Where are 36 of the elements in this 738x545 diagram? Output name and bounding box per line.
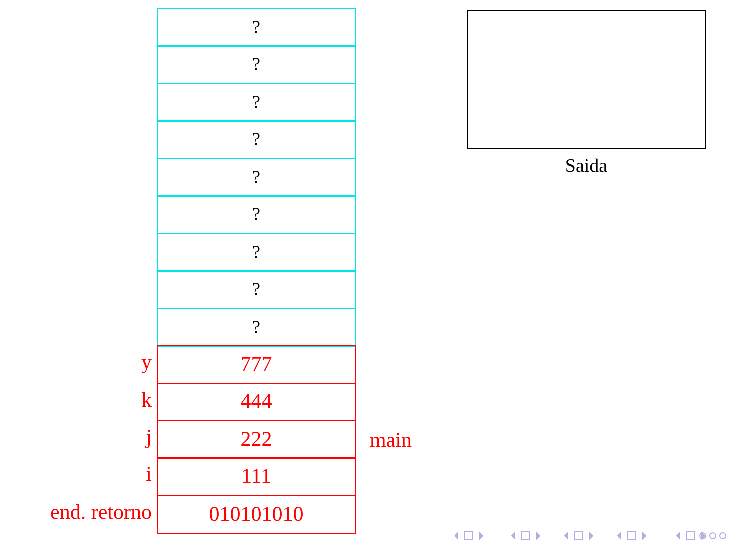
cell-value: 010101010 bbox=[209, 502, 304, 527]
unknown-value: ? bbox=[252, 316, 260, 338]
unknown-value: ? bbox=[252, 242, 260, 263]
output-box bbox=[467, 10, 706, 148]
unknown-value: ? bbox=[252, 166, 260, 188]
memory-cell bbox=[157, 345, 356, 384]
unknown-value: ? bbox=[252, 92, 260, 113]
frame-label: main bbox=[370, 428, 412, 453]
memory-cell bbox=[157, 308, 356, 347]
cell-value: 222 bbox=[240, 426, 272, 452]
memory-cell bbox=[157, 82, 356, 122]
cell-value: 111 bbox=[242, 464, 272, 490]
variable-name: k bbox=[142, 388, 152, 412]
unknown-value: ? bbox=[252, 54, 260, 76]
unknown-value: ? bbox=[252, 129, 260, 150]
cell-value: 777 bbox=[240, 352, 272, 378]
unknown-value: ? bbox=[252, 279, 260, 300]
unknown-value: ? bbox=[252, 16, 260, 38]
memory-cell bbox=[157, 494, 356, 534]
memory-cell bbox=[157, 232, 356, 272]
cell-value: 444 bbox=[240, 389, 272, 414]
memory-cell bbox=[157, 120, 356, 160]
variable-name: end. retorno bbox=[50, 500, 152, 525]
memory-cell bbox=[157, 195, 356, 234]
memory-cell bbox=[157, 158, 356, 197]
variable-name: y bbox=[142, 350, 152, 376]
unknown-value: ? bbox=[252, 204, 260, 226]
memory-cell bbox=[157, 45, 356, 84]
memory-cell bbox=[157, 420, 356, 459]
output-caption: Saida bbox=[564, 156, 609, 178]
variable-name: i bbox=[146, 462, 152, 488]
memory-cell bbox=[157, 457, 356, 496]
memory-cell bbox=[157, 382, 356, 422]
variable-name: j bbox=[146, 424, 152, 450]
memory-cell bbox=[157, 8, 356, 47]
memory-cell bbox=[157, 270, 356, 310]
